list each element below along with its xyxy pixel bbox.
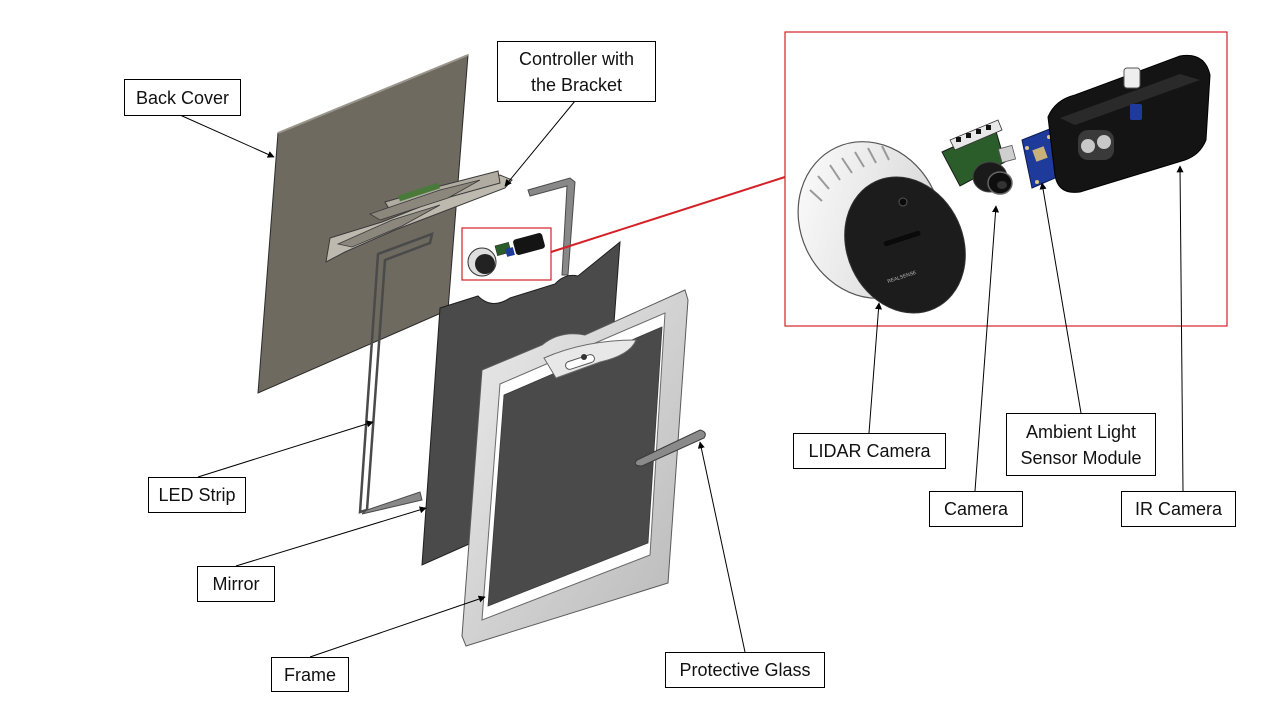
protective-glass-part — [634, 429, 706, 467]
ir-camera-part — [1047, 54, 1211, 193]
leader-ambient-light — [1039, 182, 1082, 414]
camera-part — [941, 119, 1017, 195]
leader-camera — [974, 205, 1000, 492]
label-ambient-light-sensor-module: Ambient Light Sensor Module — [1006, 413, 1156, 476]
label-frame: Frame — [271, 657, 349, 692]
leader-lidar — [868, 302, 883, 434]
leader-protective-glass — [697, 441, 746, 653]
frame-part — [461, 289, 689, 647]
label-protective-glass: Protective Glass — [665, 652, 825, 688]
label-lidar-camera: LIDAR Camera — [793, 433, 946, 469]
lidar-camera-part: REALSENSE — [797, 141, 966, 314]
label-ir-camera: IR Camera — [1121, 491, 1236, 527]
leader-controller — [504, 100, 576, 187]
leader-frame — [309, 595, 486, 658]
label-mirror: Mirror — [197, 566, 275, 602]
leader-mirror — [235, 506, 427, 567]
zoom-connector-line — [550, 176, 786, 253]
leader-back-cover — [179, 114, 275, 158]
leader-led-strip — [197, 420, 374, 478]
label-controller-with-bracket: Controller with the Bracket — [497, 41, 656, 102]
sensor-detail-inset-small — [461, 227, 552, 281]
led-strip-part — [358, 177, 576, 515]
label-back-cover: Back Cover — [124, 79, 241, 116]
controller-bracket-part — [325, 170, 513, 263]
label-led-strip: LED Strip — [148, 477, 246, 513]
leader-lines — [179, 100, 1184, 658]
back-cover-part — [257, 54, 469, 394]
label-camera: Camera — [929, 491, 1023, 527]
leader-ir-camera — [1176, 165, 1184, 492]
